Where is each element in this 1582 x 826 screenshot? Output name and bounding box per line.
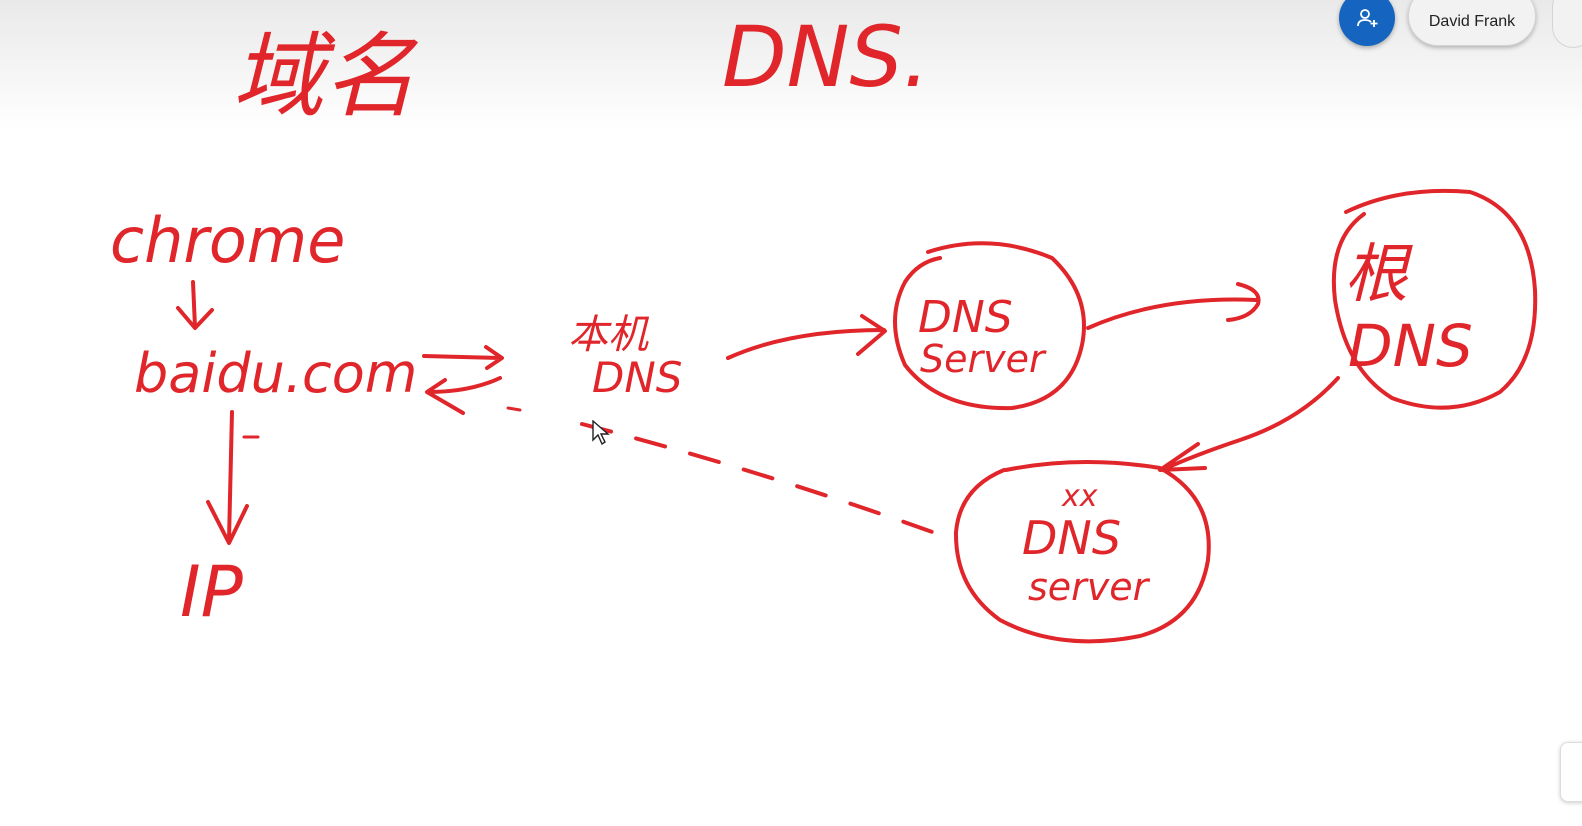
- arrow-chrome-to-domain: [176, 280, 214, 330]
- mouse-cursor-icon: [592, 420, 610, 446]
- arrow-domain-to-ip: [206, 410, 249, 545]
- person-add-icon: [1357, 9, 1378, 27]
- title-chinese: 域名: [232, 23, 419, 130]
- xx-dns-server-circle: [953, 459, 1211, 644]
- dns-server-circle: [893, 241, 1086, 411]
- local-dns-line2: DNS: [592, 353, 682, 402]
- local-dns-line1: 本机: [568, 312, 650, 358]
- chrome-label: chrome: [110, 204, 345, 277]
- share-button[interactable]: [1339, 0, 1395, 46]
- arrow-domain-to-local-dns: [422, 345, 504, 370]
- arrow-root-to-xx-dns: [1158, 376, 1340, 472]
- xx-dns-line0: xx: [1061, 479, 1098, 514]
- xx-dns-line1: DNS: [1022, 511, 1121, 565]
- ip-label: IP: [180, 551, 244, 633]
- xx-dns-line2: server: [1028, 565, 1151, 609]
- root-dns-circle: [1331, 188, 1538, 410]
- root-dns-line1: 根: [1344, 238, 1413, 312]
- side-panel-handle[interactable]: [1560, 742, 1582, 802]
- partial-toolbar-button[interactable]: [1552, 0, 1582, 48]
- root-dns-line2: DNS: [1348, 312, 1473, 380]
- ink-dash-small: [506, 406, 522, 412]
- header-fade: [0, 0, 1582, 130]
- arrow-local-to-dns-server: [726, 314, 887, 360]
- arrow-local-dns-to-domain: [425, 376, 502, 415]
- user-account-button[interactable]: David Frank: [1408, 0, 1536, 46]
- arrow-dns-server-to-root: [1086, 282, 1261, 330]
- dns-server-line2: Server: [920, 337, 1047, 381]
- domain-label: baidu.com: [134, 342, 417, 405]
- title-dns: DNS.: [722, 8, 930, 106]
- user-name: David Frank: [1428, 13, 1516, 30]
- dns-server-line1: DNS: [918, 292, 1013, 343]
- dashed-return-path: [580, 422, 940, 536]
